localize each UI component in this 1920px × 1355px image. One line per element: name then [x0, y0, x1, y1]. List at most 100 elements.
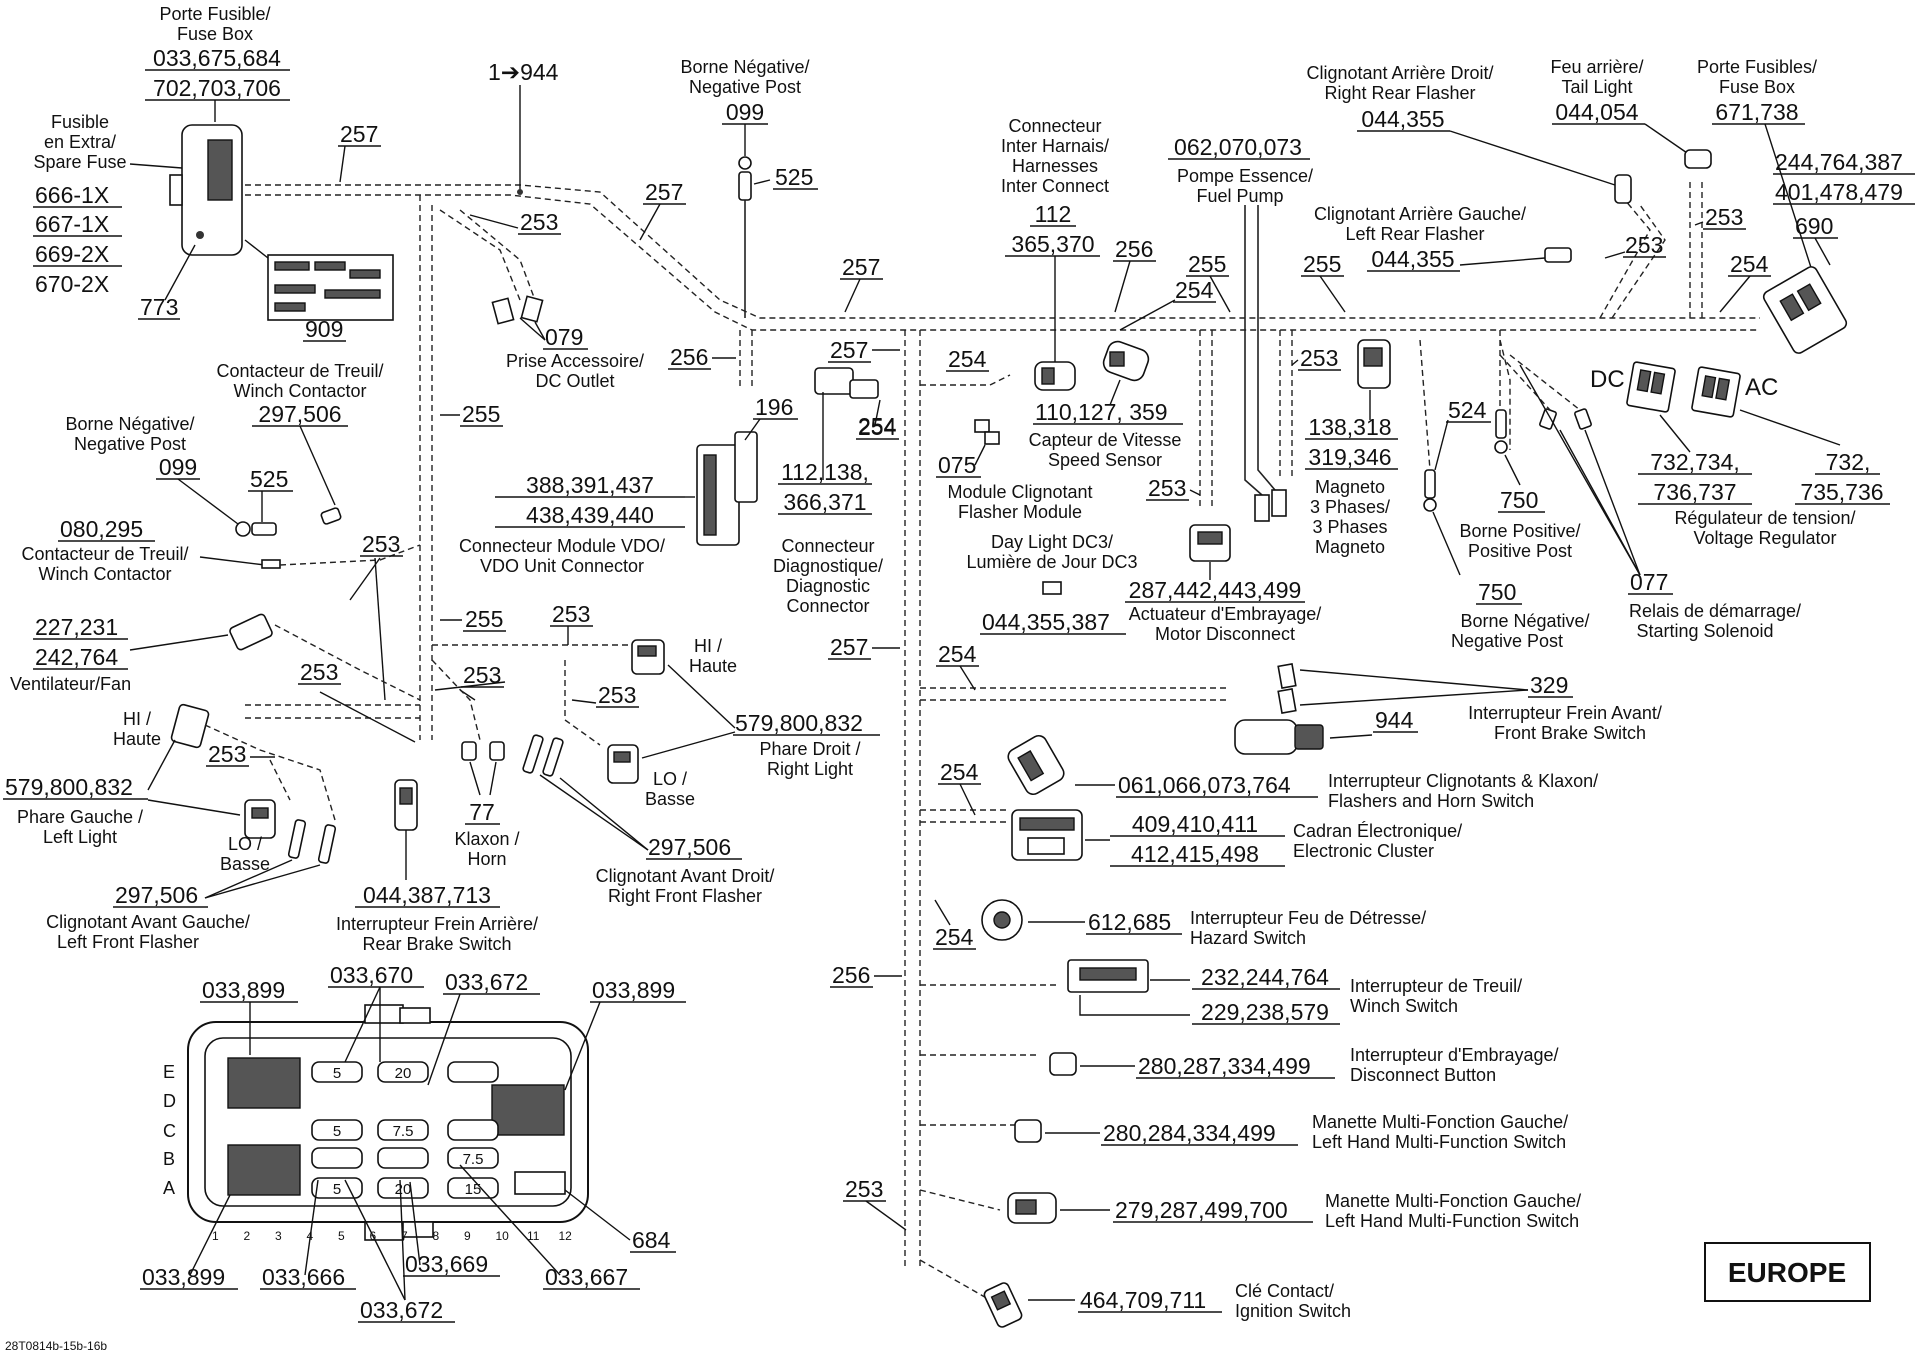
ref-773: 773 [140, 294, 178, 320]
fuse [311, 1147, 363, 1169]
inter-connect-caption-4: Inter Connect [1001, 176, 1109, 196]
figure-code: 28T0814b-15b-16b [5, 1339, 107, 1353]
magneto-caption-2: 3 Phases/ [1310, 497, 1390, 517]
fuse-column-number: 5 [338, 1229, 345, 1243]
harness-ref-253-j: 253 [845, 1176, 883, 1202]
harness-ref-253-b: 253 [1705, 204, 1743, 230]
fuse-detail-bottom-1: 033,899 [142, 1264, 225, 1290]
fuse-column-number: 10 [496, 1229, 510, 1243]
fuse-value: 20 [395, 1065, 412, 1082]
inter-connect-caption-1: Connecteur [1008, 116, 1101, 136]
horn-ref: 77 [469, 799, 495, 825]
right-rear-flasher-caption-1: Clignotant Arrière Droit/ [1306, 63, 1493, 83]
ref-525-top: 525 [775, 164, 813, 190]
starting-solenoid-caption-1: Relais de démarrage/ [1629, 601, 1801, 621]
fuel-pump-caption-1: Pompe Essence/ [1177, 166, 1313, 186]
spare-fuse-caption-2: en Extra/ [44, 132, 116, 152]
fuse-box-rear-caption-1: Porte Fusibles/ [1697, 57, 1817, 77]
front-brake-ref: 329 [1530, 672, 1568, 698]
fuse-value: 7.5 [393, 1123, 414, 1140]
fuse: 5 [311, 1177, 363, 1199]
top-refs: 1➔944 257 257 253 257 256 255 255 254 25… [338, 59, 1771, 331]
vdo-connector: 196 388,391,437 438,439,440 Connecteur M… [459, 394, 798, 576]
harness-ref-255-b: 255 [1303, 251, 1341, 277]
left-light-caption-2: Left Light [43, 827, 117, 847]
pos-post-524: 524 [1448, 397, 1487, 423]
ignition-caption-1: Clé Contact/ [1235, 1281, 1334, 1301]
left-flasher: 297,506 Clignotant Avant Gauche/ Left Fr… [46, 819, 337, 952]
spare-fuse-ref-3: 669-2X [35, 241, 109, 267]
fuse-box-ref-2: 702,703,706 [153, 75, 281, 101]
flashers-horn-ref: 061,066,073,764 [1118, 772, 1291, 798]
disconnect-button-caption-1: Interrupteur d'Embrayage/ [1350, 1045, 1559, 1065]
fan: 227,231 242,764 Ventilateur/Fan [10, 613, 421, 701]
pos-post-caption-1: Borne Positive/ [1459, 521, 1580, 541]
left-rear-flasher-caption-2: Left Rear Flasher [1345, 224, 1484, 244]
lh-switch-2-ref: 279,287,499,700 [1115, 1197, 1288, 1223]
winch-contactor2-caption-2: Winch Contactor [38, 564, 171, 584]
fuse-detail-top-4: 033,899 [592, 977, 675, 1003]
accessory-outlet-caption-1: Prise Accessoire/ [506, 351, 644, 371]
fuse-row-d: D [163, 1091, 176, 1111]
ignition-caption-2: Ignition Switch [1235, 1301, 1351, 1321]
fuse-column-number: 11 [527, 1229, 540, 1243]
disconnect-button-caption-2: Disconnect Button [1350, 1065, 1496, 1085]
right-light-lo-1: LO / [653, 769, 687, 789]
fuse-value: 15 [465, 1181, 482, 1198]
hazard-caption-1: Interrupteur Feu de Détresse/ [1190, 908, 1426, 928]
harness-ref-255-a: 255 [1188, 251, 1226, 277]
rear-brake-caption-1: Interrupteur Frein Arrière/ [336, 914, 538, 934]
winch-switch-caption-2: Winch Switch [1350, 996, 1458, 1016]
tail-light-ref: 044,054 [1555, 99, 1638, 125]
fuel-pump: 062,070,073 Pompe Essence/ Fuel Pump [1168, 134, 1313, 522]
magneto-ref-1: 138,318 [1308, 414, 1391, 440]
flasher-module-caption-2: Flasher Module [958, 502, 1082, 522]
harness-ref-253-k: 253 [1300, 345, 1338, 371]
fuel-pump-caption-2: Fuel Pump [1196, 186, 1283, 206]
fuse: 7.5 [447, 1147, 499, 1169]
fan-ref-1: 227,231 [35, 614, 118, 640]
lh-switch-1-caption-2: Left Hand Multi-Function Switch [1312, 1132, 1566, 1152]
left-light-lo-2: Basse [220, 854, 270, 874]
magneto-caption-1: Magneto [1315, 477, 1385, 497]
vdo-ref-196: 196 [755, 394, 793, 420]
lh-switch-2-caption-2: Left Hand Multi-Function Switch [1325, 1211, 1579, 1231]
fuse-detail-bottom-5: 033,672 [360, 1297, 443, 1323]
left-rear-flasher: Clignotant Arrière Gauche/ Left Rear Fla… [1314, 204, 1572, 272]
disconnect-button-ref: 280,287,334,499 [1138, 1053, 1311, 1079]
spare-fuse: Fusible en Extra/ Spare Fuse 666-1X 667-… [33, 112, 196, 320]
front-brake-caption-2: Front Brake Switch [1494, 723, 1646, 743]
winch-contactor-2: 080,295 Contacteur de Treuil/ Winch Cont… [21, 516, 421, 701]
diag-ref-1: 112,138, [781, 459, 869, 485]
motor-disconnect-caption-1: Actuateur d'Embrayage/ [1129, 604, 1322, 624]
fuse-value: 20 [395, 1181, 412, 1198]
motor-disconnect: 287,442,443,499 Actuateur d'Embrayage/ M… [1125, 524, 1322, 644]
day-light-ref: 044,355,387 [982, 609, 1110, 635]
voltage-regulator-ref-l1: 732,734, [1650, 449, 1740, 475]
right-light-lo-2: Basse [645, 789, 695, 809]
diag-ref-2: 366,371 [783, 489, 866, 515]
fuse: 7.5 [377, 1119, 429, 1141]
horn: 253 77 Klaxon / Horn [431, 659, 520, 869]
day-light-caption-2: Lumière de Jour DC3 [966, 552, 1137, 572]
fuse-column-number: 8 [433, 1229, 440, 1243]
lh-switch-1-caption-1: Manette Multi-Fonction Gauche/ [1312, 1112, 1568, 1132]
fuse-detail-bottom-4: 033,667 [545, 1264, 628, 1290]
neg-post-left-caption-1: Borne Négative/ [65, 414, 194, 434]
left-rear-flasher-ref: 044,355 [1371, 246, 1454, 272]
pos-post: 524 750 Borne Positive/ Positive Post [1434, 330, 1581, 561]
flasher-module-caption-1: Module Clignotant [947, 482, 1092, 502]
inter-connect-caption-3: Harnesses [1012, 156, 1098, 176]
front-brake-caption-1: Interrupteur Frein Avant/ [1468, 703, 1662, 723]
fuse-detail-top-2: 033,670 [330, 962, 413, 988]
harness-ref-253-i: 253 [598, 682, 636, 708]
motor-disconnect-caption-2: Motor Disconnect [1155, 624, 1295, 644]
right-light: 253 253 HI / Haute LO / Basse 579,800,83… [550, 601, 880, 809]
spare-fuse-caption-3: Spare Fuse [33, 152, 126, 172]
fuse-box-caption-2: Fuse Box [177, 24, 253, 44]
rear-connector-ref-2: 401,478,479 [1775, 179, 1903, 205]
inter-connect-ref-2: 365,370 [1011, 231, 1094, 257]
